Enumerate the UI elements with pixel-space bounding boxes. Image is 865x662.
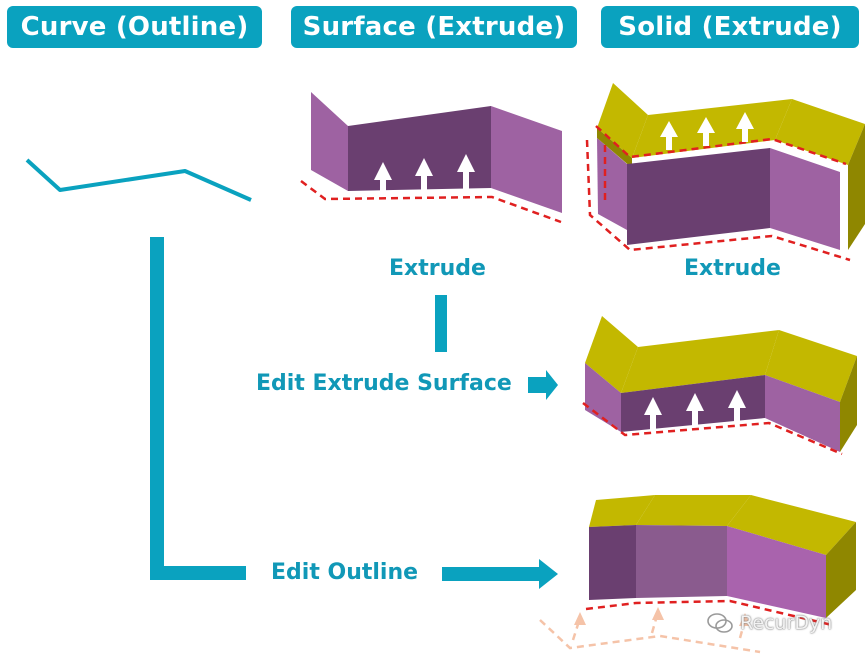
label-edit-outline: Edit Outline [271, 560, 419, 585]
extruded-surface [300, 92, 562, 224]
label-extrude-solid: Extrude [684, 256, 781, 281]
header-surface-extrude: Surface (Extrude) [291, 6, 577, 48]
extruded-solid-top [585, 83, 865, 262]
watermark-recurdyn: RecurDyn [740, 612, 833, 634]
header-solid-extrude: Solid (Extrude) [601, 6, 859, 48]
solid-edited-extrude-surface [582, 316, 857, 456]
arrow-edit-extrude-surface [528, 370, 558, 400]
label-extrude-surface: Extrude [389, 256, 486, 281]
header-curve-outline: Curve (Outline) [7, 6, 262, 48]
wechat-icon [707, 613, 733, 633]
surface-extrude-arrows [374, 154, 475, 193]
connector-extrude-to-edit [435, 295, 447, 352]
surface-right-panel [491, 106, 562, 213]
label-edit-extrude-surface: Edit Extrude Surface [256, 371, 512, 396]
surface-base-outline [300, 180, 562, 224]
outline-curve [25, 158, 252, 202]
connector-curve-to-edit-outline [150, 237, 246, 580]
solid-edited-outline [539, 495, 856, 654]
surface-middle-panel [348, 106, 491, 191]
arrow-edit-outline [442, 559, 558, 589]
surface-left-panel [311, 92, 348, 191]
